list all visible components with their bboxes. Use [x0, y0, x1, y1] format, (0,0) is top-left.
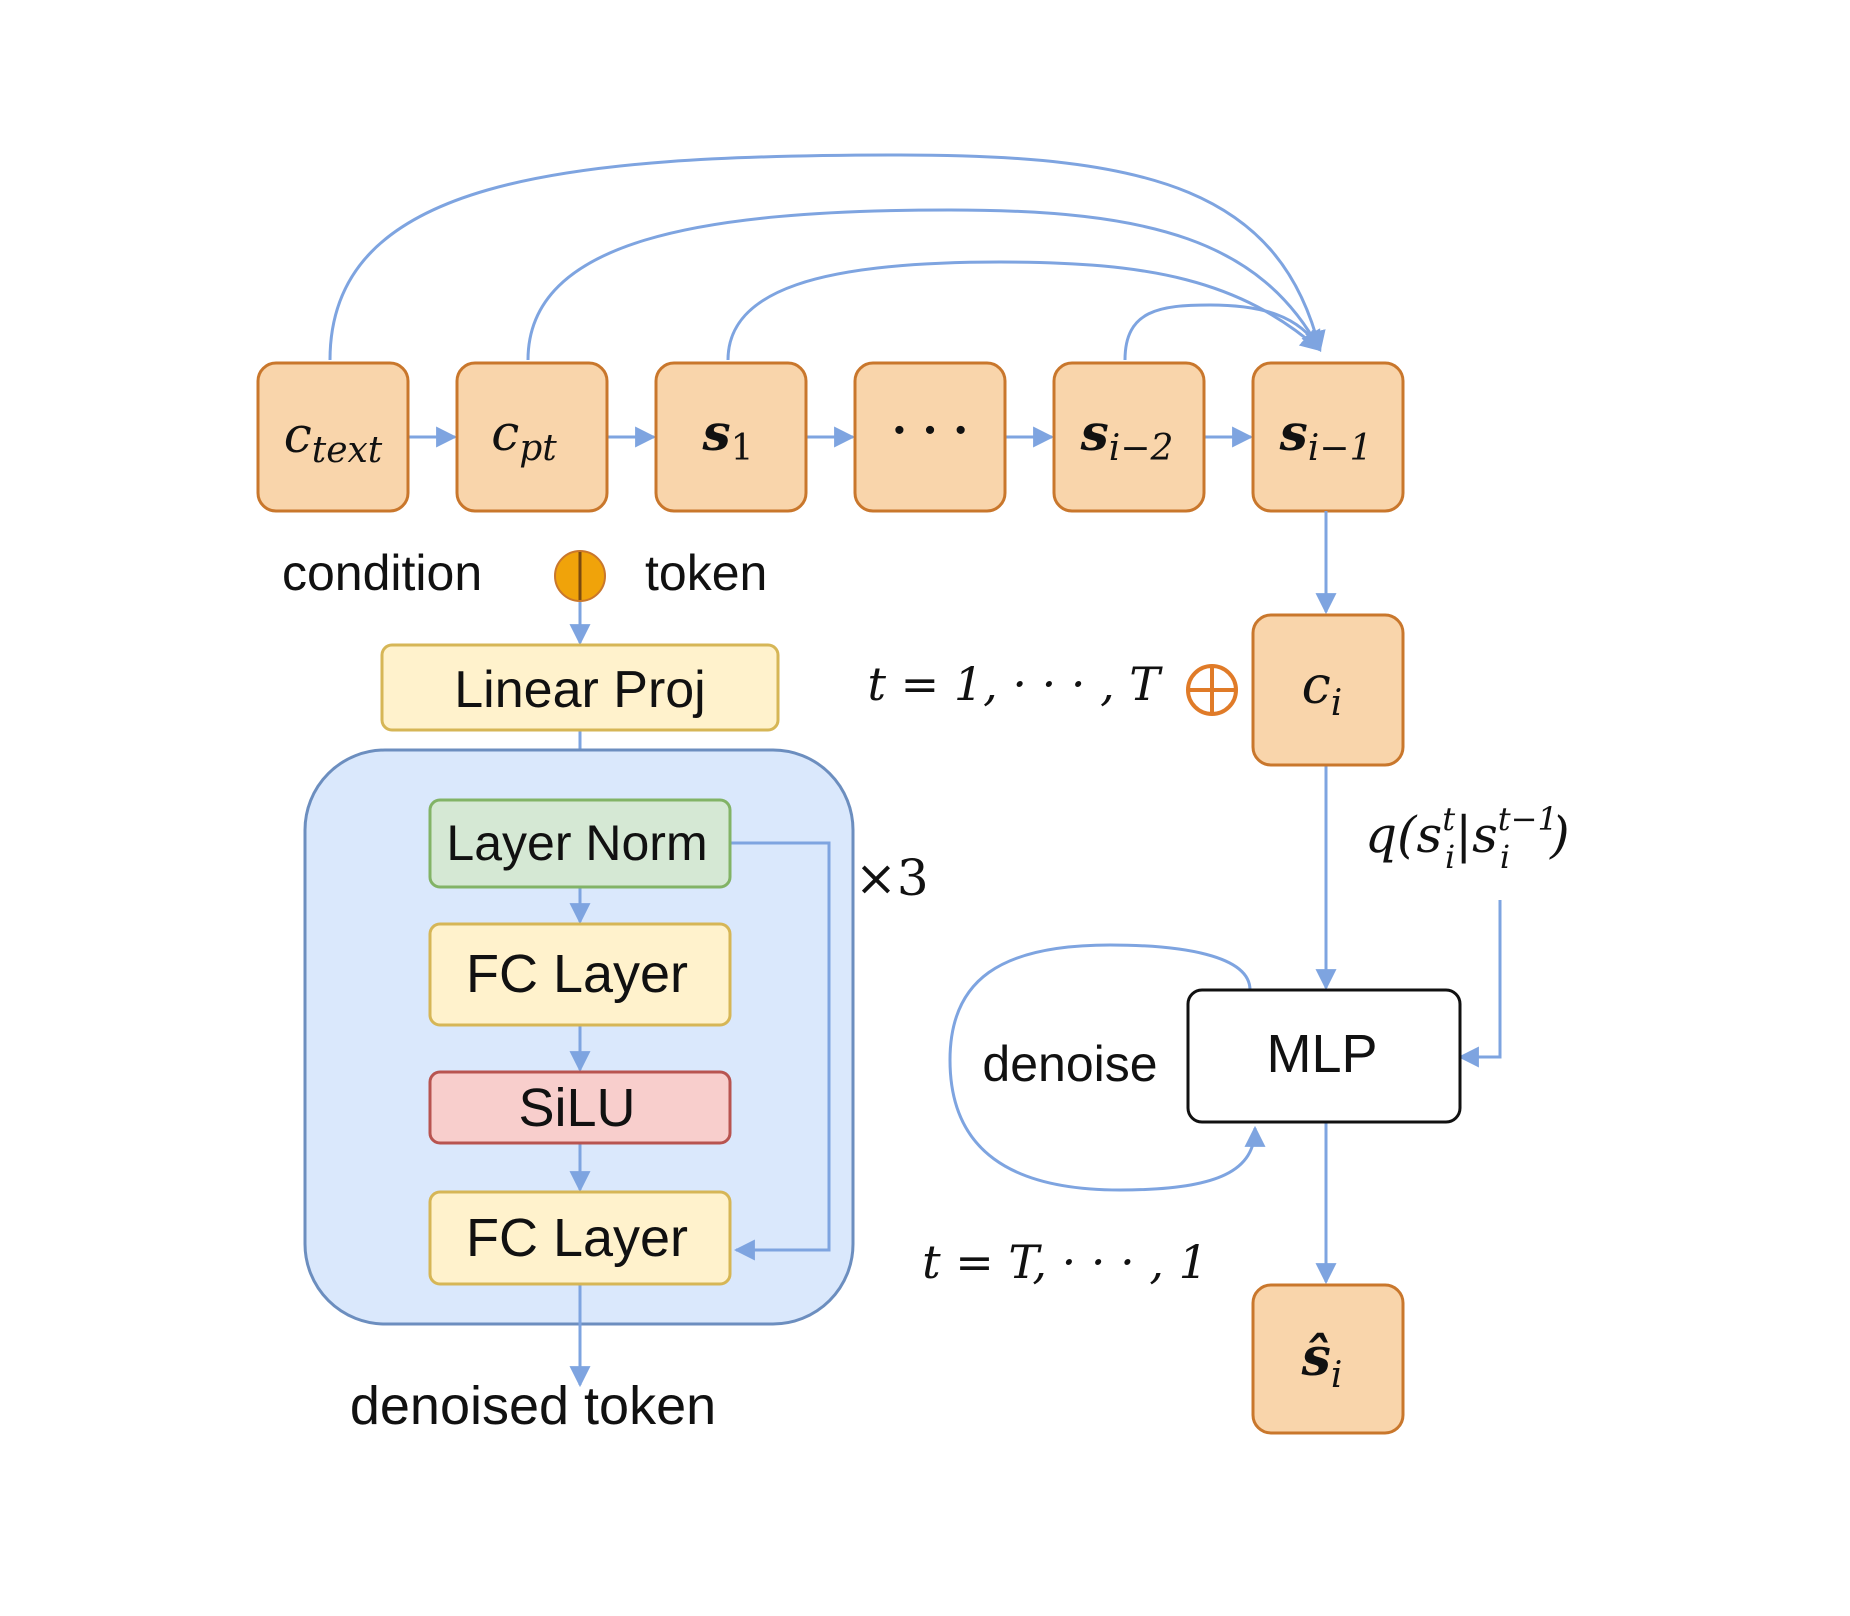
token-c-text: ctext — [256, 361, 410, 513]
token-s-hat-i: ŝi — [1251, 1283, 1405, 1435]
svg-text:Layer Norm: Layer Norm — [446, 815, 707, 871]
svg-text:cpt: cpt — [491, 404, 557, 469]
t-reverse-label: t = T, · · · , 1 — [922, 1235, 1208, 1289]
svg-text:si−1: si−1 — [1279, 403, 1373, 469]
svg-text:· · ·: · · · — [892, 405, 969, 456]
concat-icon — [554, 550, 606, 602]
skip-connection-arrows — [328, 153, 1326, 361]
token-s-i-1: si−1 — [1251, 361, 1405, 513]
token-s-i-2: si−2 — [1052, 361, 1206, 513]
token-boxes: ctext cpt s1 · · · si−2 — [256, 361, 1405, 513]
fc-layer-1-block: FC Layer — [428, 922, 732, 1027]
svg-text:s1: s1 — [701, 403, 753, 469]
token-ellipsis: · · · — [853, 361, 1007, 513]
linear-proj-block: Linear Proj — [380, 643, 780, 732]
svg-text:si−2: si−2 — [1080, 403, 1174, 469]
noise-input-arrow — [1457, 900, 1502, 1068]
denoise-loop-arrow — [948, 943, 1266, 1192]
token-s1: s1 — [654, 361, 808, 513]
svg-text:ci: ci — [1302, 656, 1343, 724]
residual-arrow — [730, 841, 831, 1261]
repeat-label: ×3 — [855, 849, 929, 907]
arrow-ctext-to-si-1 — [328, 153, 1326, 361]
svg-text:ctext: ctext — [284, 406, 383, 471]
arrow-si-2-to-si-1 — [1123, 303, 1322, 361]
token-ci: ci — [1251, 613, 1405, 767]
label-denoise: denoise — [982, 1036, 1157, 1092]
svg-text:FC Layer: FC Layer — [466, 1208, 688, 1268]
svg-text:Linear Proj: Linear Proj — [454, 661, 705, 719]
add-icon — [1186, 664, 1238, 716]
mlp-block: MLP — [1186, 988, 1462, 1124]
svg-text:SiLU: SiLU — [518, 1078, 635, 1138]
fc-layer-2-block: FC Layer — [428, 1190, 732, 1286]
arrow-cpt-to-si-1 — [526, 208, 1322, 361]
label-denoised-token: denoised token — [350, 1376, 716, 1436]
svg-text:FC Layer: FC Layer — [466, 944, 688, 1004]
t-forward-label: t = 1, · · · , T — [868, 657, 1164, 711]
svg-text:MLP: MLP — [1266, 1024, 1377, 1084]
label-condition: condition — [282, 545, 482, 601]
right-flow-arrows — [948, 511, 1502, 1285]
token-c-pt: cpt — [455, 361, 609, 513]
label-token: token — [645, 545, 767, 601]
svg-text:ŝi: ŝi — [1301, 1327, 1343, 1396]
arrow-s1-to-si-1 — [726, 260, 1322, 361]
layer-norm-block: Layer Norm — [428, 798, 732, 889]
silu-block: SiLU — [428, 1070, 732, 1145]
